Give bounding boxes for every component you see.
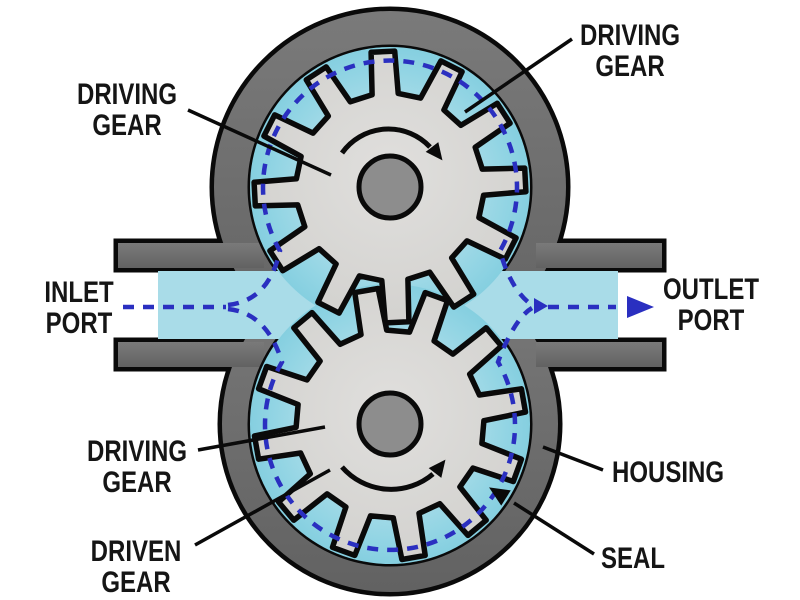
driving-gear-top (251, 48, 529, 326)
leader-driving-gear-top-right (464, 37, 573, 114)
seal-pointer-arrow-icon (489, 487, 511, 506)
flow-merge-arrow-icon (534, 298, 548, 314)
label-seal: SEAL (601, 543, 665, 574)
label-line: GEAR (101, 566, 171, 599)
counterclockwise-rotation-arrow-icon (340, 465, 435, 492)
label-driving-gear-top-right: DRIVING GEAR (580, 20, 680, 82)
label-line: OUTLET (663, 273, 759, 306)
label-line: DRIVING (76, 78, 178, 111)
leader-seal (513, 501, 595, 556)
label-driven-gear: DRIVEN GEAR (91, 536, 182, 598)
gear-shaft-hub-bottom (356, 390, 424, 458)
label-line: GEAR (595, 50, 665, 83)
leader-lines (187, 37, 604, 556)
label-line: DRIVING (86, 435, 188, 468)
upper-flow-loop (227, 58, 534, 308)
lower-flow-loop (227, 306, 534, 553)
label-line: PORT (45, 307, 113, 340)
label-line: DRIVEN (90, 535, 182, 568)
label-inlet-port: INLET PORT (44, 277, 113, 339)
leader-housing (542, 445, 604, 472)
label-outlet-port: OUTLET PORT (663, 274, 759, 336)
rotation-arrows (339, 126, 446, 492)
label-housing: HOUSING (612, 457, 724, 488)
label-line: DRIVING (579, 19, 681, 52)
label-line: SEAL (600, 542, 666, 575)
flow-path (123, 58, 616, 553)
driven-gear-bottom (251, 285, 529, 563)
leader-driving-gear-bottom (197, 425, 326, 452)
outlet-flow-arrow-icon (627, 296, 654, 318)
leader-driving-gear-top-left (187, 108, 332, 177)
label-line: GEAR (92, 109, 162, 142)
label-line: HOUSING (611, 456, 725, 489)
leader-driven-gear (194, 468, 331, 547)
label-line: INLET (44, 276, 114, 309)
label-line: PORT (677, 304, 745, 337)
label-driving-gear-top-left: DRIVING GEAR (77, 79, 177, 141)
gear-shaft-hub-top (356, 153, 424, 221)
clockwise-rotation-arrow-icon (339, 126, 432, 155)
label-line: GEAR (102, 466, 172, 499)
label-driving-gear-bottom: DRIVING GEAR (87, 436, 187, 498)
